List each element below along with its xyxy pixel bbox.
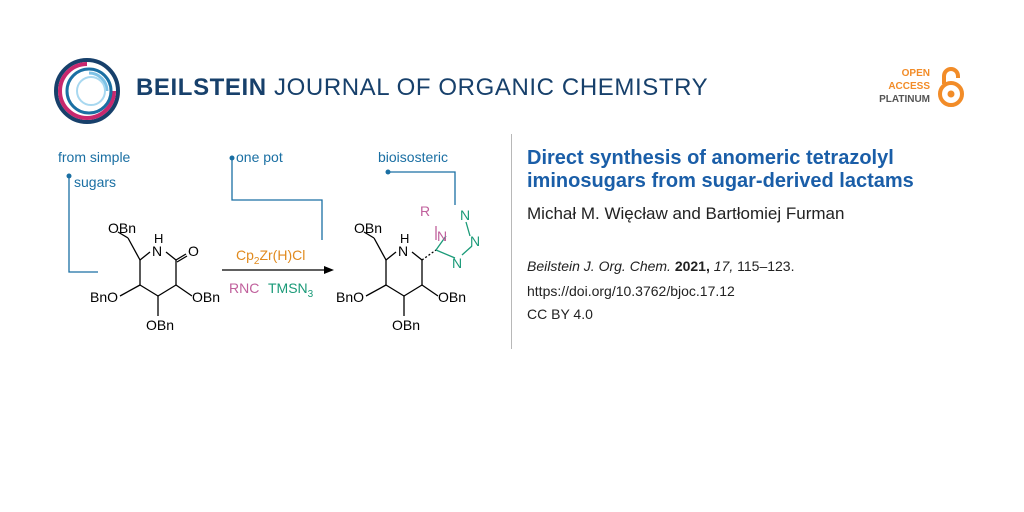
article-citation: Beilstein J. Org. Chem. 2021, 17, 115–12… (527, 258, 794, 274)
note-bioisosteric: bioisosteric (378, 149, 448, 165)
oa-access-label: ACCESS (888, 80, 930, 92)
pr-obn-bottom: OBn (392, 317, 420, 333)
pr-r-group: R (420, 203, 430, 219)
open-access-badge: OPEN ACCESS PLATINUM (879, 64, 966, 108)
reagent-zirconium: Cp2Zr(H)Cl (236, 247, 305, 267)
sm-bno: BnO (90, 289, 118, 305)
journal-logo-icon (54, 58, 120, 124)
reagent-tmsn3: TMSN3 (268, 280, 314, 300)
citation-pages: 115–123. (737, 258, 795, 274)
pr-obn-top: OBn (354, 220, 382, 236)
journal-name-rest: JOURNAL OF ORGANIC CHEMISTRY (266, 74, 709, 101)
tetrazole-ring (435, 221, 473, 259)
article-title: Direct synthesis of anomeric tetrazolyl … (527, 147, 914, 192)
pr-n4: N (452, 255, 462, 271)
sm-h: H (154, 231, 163, 246)
sm-obn-bottom: OBn (146, 317, 174, 333)
note-sugars: sugars (74, 174, 116, 190)
tetrazolyl-iminosugar (363, 231, 439, 316)
citation-volume: 17, (713, 258, 734, 274)
article-license: CC BY 4.0 (527, 306, 593, 322)
sm-o: O (188, 243, 199, 259)
pr-obn-right: OBn (438, 289, 466, 305)
oa-platinum-label: PLATINUM (879, 93, 930, 105)
pr-n: N (398, 243, 408, 259)
journal-name: BEILSTEIN JOURNAL OF ORGANIC CHEMISTRY (136, 74, 708, 102)
starting-lactam (117, 231, 193, 316)
article-doi-link[interactable]: https://doi.org/10.3762/bjoc.17.12 (527, 283, 735, 299)
note-one-pot: one pot (236, 149, 283, 165)
pr-n2: N (460, 207, 470, 223)
open-lock-icon (938, 67, 964, 107)
note-from-simple: from simple (58, 149, 131, 165)
article-authors: Michał M. Więcław and Bartłomiej Furman (527, 204, 845, 223)
reaction-scheme: from simple sugars one pot bioisosteric … (58, 149, 480, 333)
citation-journal: Beilstein J. Org. Chem. (527, 258, 671, 274)
sm-obn-top: OBn (108, 220, 136, 236)
pr-h: H (400, 231, 409, 246)
sm-obn-right: OBn (192, 289, 220, 305)
pr-n3: N (470, 233, 480, 249)
sm-n: N (152, 243, 162, 259)
citation-year: 2021, (674, 258, 710, 274)
oa-open-label: OPEN (901, 67, 930, 79)
reagent-isocyanide: RNC (229, 280, 259, 296)
pr-bno: BnO (336, 289, 364, 305)
pr-n1: N (437, 228, 447, 244)
vertical-divider (511, 134, 512, 349)
journal-name-bold: BEILSTEIN (136, 74, 267, 101)
